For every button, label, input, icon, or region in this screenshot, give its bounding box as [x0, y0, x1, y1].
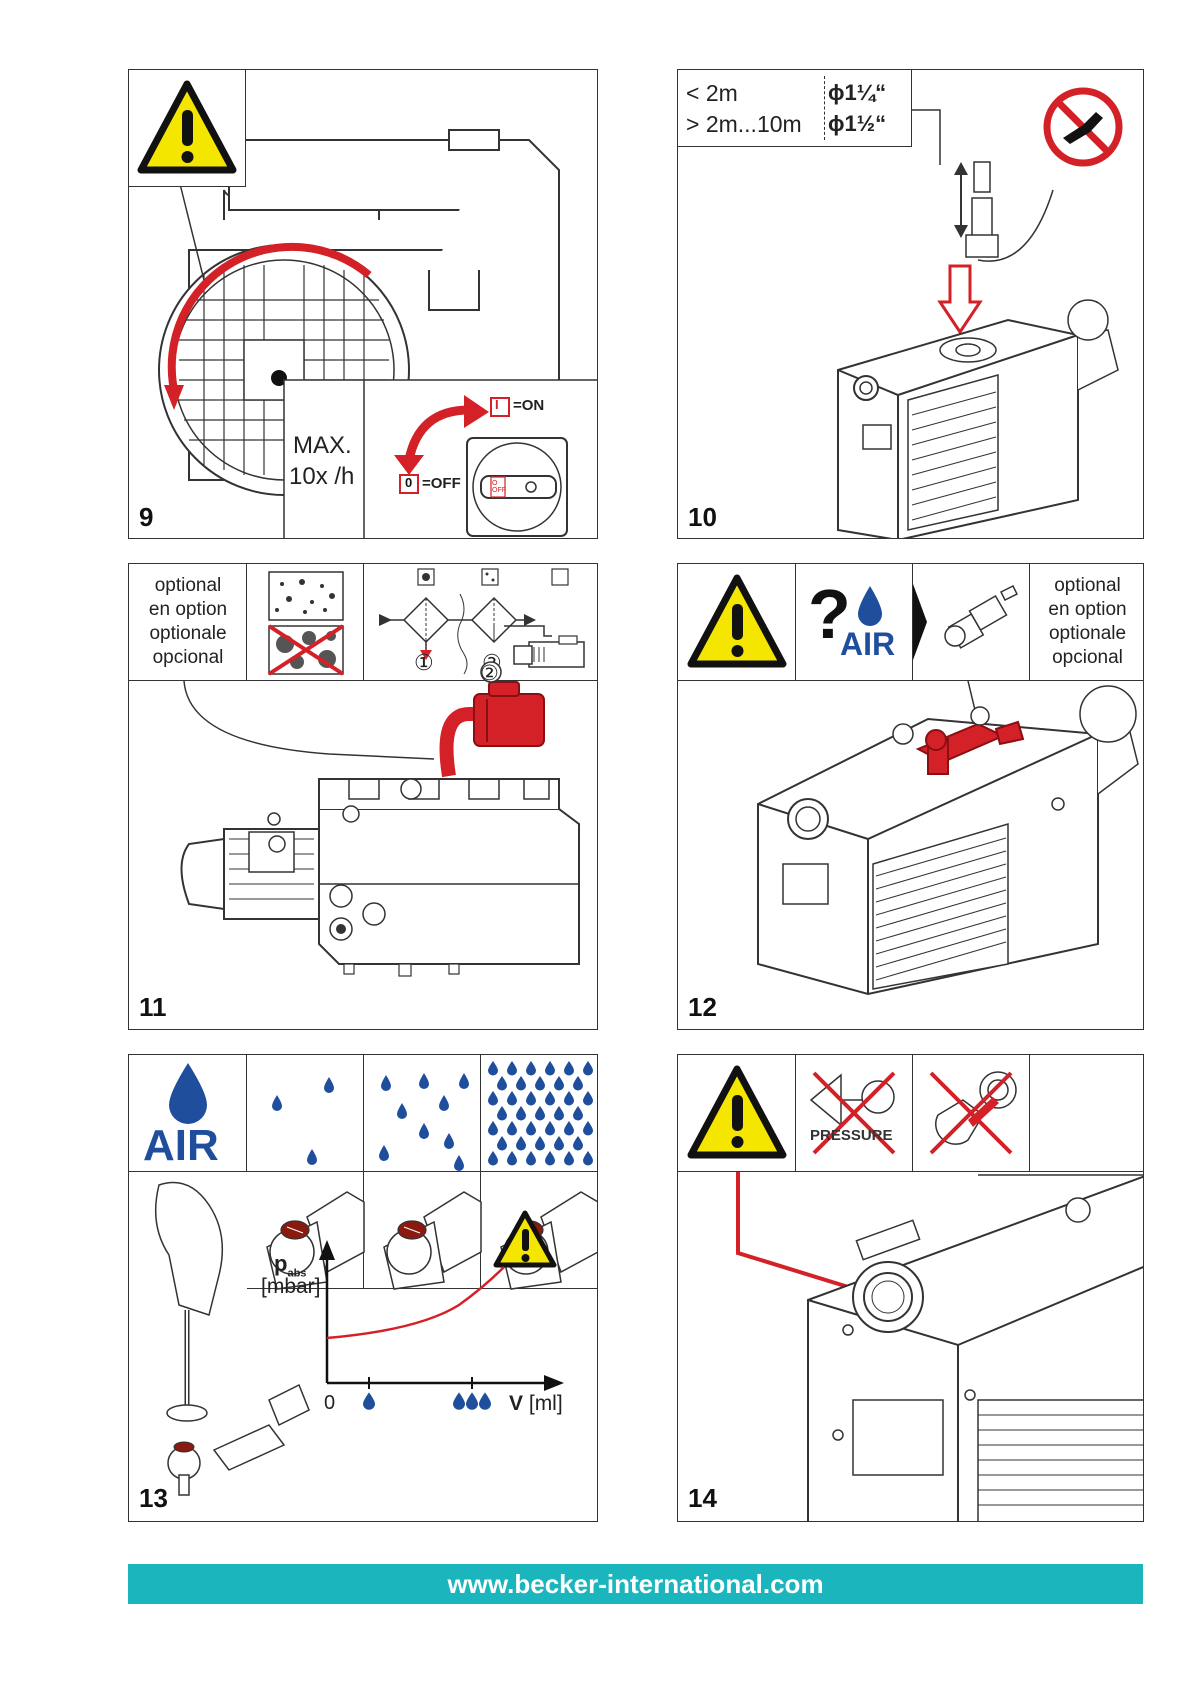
panel-number: 9: [139, 502, 153, 533]
panel-number: 11: [139, 992, 167, 1023]
y-axis-symbol: p: [274, 1251, 287, 1276]
panel-13: AIR: [128, 1054, 598, 1522]
panel-12: ? AIR optional en option optionale opcio…: [677, 563, 1144, 1030]
water-drop: [479, 1392, 491, 1409]
panel-number: 14: [688, 1483, 717, 1514]
off-key: 0: [405, 475, 412, 490]
water-drop: [453, 1392, 465, 1409]
gas-ballast-test-illustration: [129, 1055, 598, 1522]
panel-10: < 2m > 2m...10m ϕ1¼“ ϕ1½“: [677, 69, 1144, 539]
y-axis-unit: [mbar]: [261, 1275, 321, 1299]
x-axis-label: V [ml]: [509, 1392, 563, 1416]
on-label: =ON: [513, 397, 544, 414]
warning-icon: [129, 70, 246, 187]
pump-valve-illustration: [678, 564, 1144, 1030]
website-footer[interactable]: www.becker-international.com: [128, 1564, 1143, 1604]
on-key: I: [495, 397, 499, 412]
filter-callout: ②: [480, 661, 499, 686]
panel-14: PRESSURE 14: [677, 1054, 1144, 1522]
water-drop: [466, 1392, 478, 1409]
rate-label: 10x /h: [289, 463, 354, 491]
pump-outlet-illustration: [678, 1055, 1144, 1522]
valve-closeup: [384, 1192, 481, 1289]
x-axis-symbol: V: [509, 1392, 523, 1415]
panel-number: 10: [688, 502, 717, 533]
panel-number: 13: [139, 1483, 168, 1514]
switch-mark: O OFF: [492, 480, 505, 494]
x-axis-zero: 0: [324, 1392, 335, 1415]
max-label: MAX.: [293, 432, 352, 460]
off-label: =OFF: [422, 475, 461, 492]
x-axis-unit: [ml]: [529, 1392, 563, 1415]
pump-filter-illustration: [129, 564, 598, 1030]
panel-11: optional en option optionale opcional: [128, 563, 598, 1030]
panel-9: MAX. 10x /h I =ON 0 =OFF O OFF 9: [128, 69, 598, 539]
warning-box: [129, 70, 246, 187]
water-drop: [363, 1392, 375, 1409]
pump-inlet-illustration: [678, 70, 1144, 539]
panel-number: 12: [688, 992, 717, 1023]
